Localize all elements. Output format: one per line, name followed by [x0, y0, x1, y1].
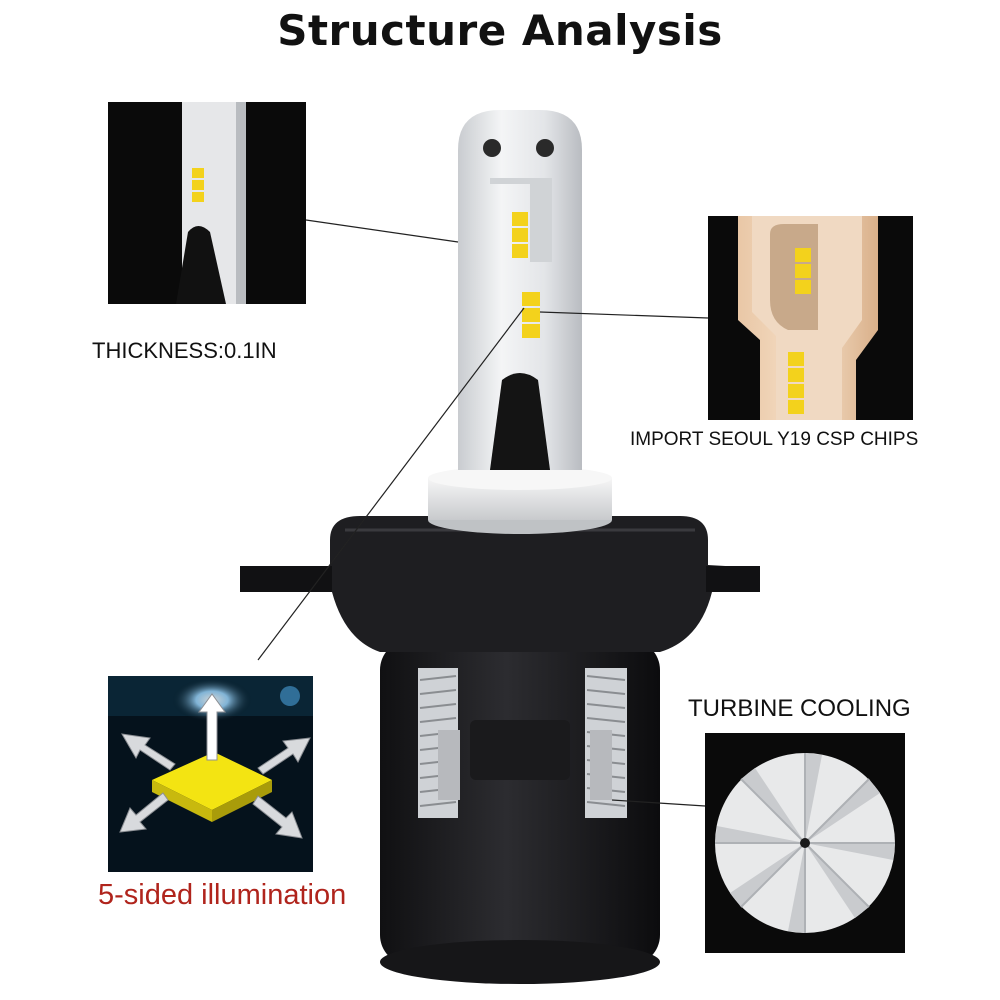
illumination-caption: 5-sided illumination: [98, 879, 347, 911]
mounting-flange: [240, 516, 760, 652]
inset-thickness: [108, 102, 306, 304]
turbine-fan-icon: [715, 753, 895, 933]
heatsink-housing: [380, 640, 660, 984]
leader-lines: [257, 219, 709, 807]
leader-chips: [539, 311, 709, 319]
direction-arrow-icon: [119, 693, 311, 839]
led-chip-icon: [152, 752, 272, 810]
leader-illumination: [257, 307, 525, 661]
inset-turbine: [705, 733, 905, 953]
led-chip-icon: [512, 212, 528, 226]
chips-caption: IMPORT SEOUL Y19 CSP CHIPS: [630, 429, 919, 450]
leader-turbine: [611, 799, 706, 807]
collar-ring: [428, 466, 612, 534]
turbine-caption: TURBINE COOLING: [688, 695, 911, 722]
led-blade: [458, 110, 582, 470]
page-title: Structure Analysis: [277, 6, 723, 55]
thickness-caption: THICKNESS:0.1IN: [92, 338, 277, 363]
leader-thickness: [305, 219, 459, 243]
inset-illumination: [108, 676, 313, 872]
inset-chips: [708, 216, 913, 420]
mount-hole-right: [536, 139, 554, 157]
mount-hole-left: [483, 139, 501, 157]
